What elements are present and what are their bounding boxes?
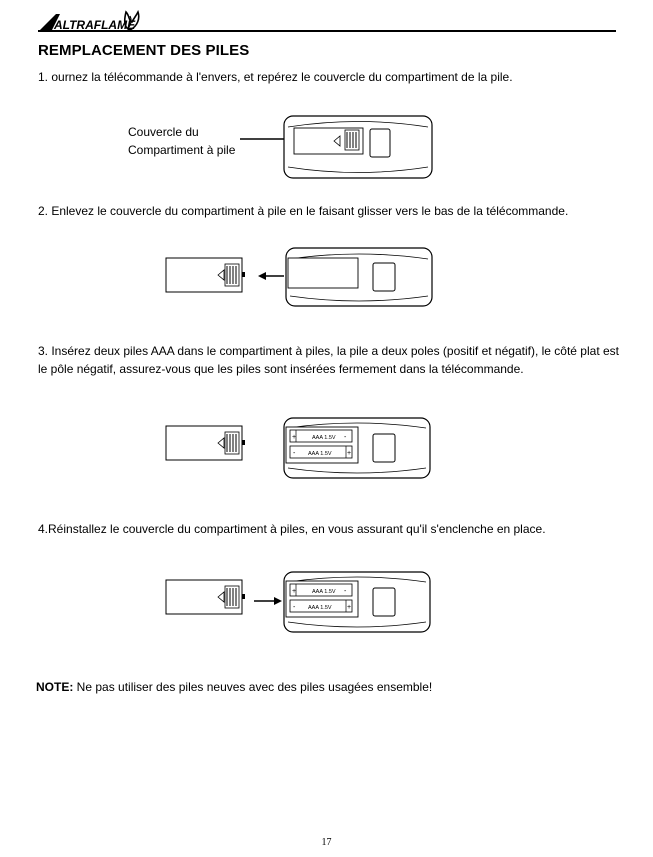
brand-name: ALTRAFLAME [53,18,136,32]
battery-1-plus: + [292,434,296,441]
battery-2-minus: - [293,450,296,457]
battery-2 [289,445,353,459]
battery-1-plus: + [292,588,296,595]
flame-icon: ALTRAFLAME [38,9,140,32]
battery-1-label: AAA 1.5V [312,589,336,595]
callout-line-1: Couvercle du [128,125,199,139]
battery-1 [289,429,353,443]
page-title: REMPLACEMENT DES PILES [38,42,250,59]
note: NOTE: Ne pas utiliser des piles neuves a… [36,680,432,694]
battery-1 [289,583,353,597]
brand-logo: ALTRAFLAME [38,9,142,37]
battery-1-minus: - [344,434,347,441]
note-text: Ne pas utiliser des piles neuves avec de… [73,680,433,694]
step-3-text: 3. Insérez deux piles AAA dans le compar… [38,344,619,376]
page-number: 17 [321,837,332,848]
battery-2-plus: + [347,450,351,457]
step-1-text: 1. ournez la télécommande à l'envers, et… [38,70,513,84]
battery-2-minus: - [293,604,296,611]
step-2-text: 2. Enlevez le couvercle du compartiment … [38,204,569,218]
battery-2-label: AAA 1.5V [308,605,332,611]
header-rule [38,30,616,32]
step-4-text: 4.Réinstallez le couvercle du compartime… [38,522,546,536]
battery-2-plus: + [347,604,351,611]
figure-step-1 [240,115,433,179]
battery-1-label: AAA 1.5V [312,435,336,441]
battery-1-minus: - [344,588,347,595]
note-label: NOTE: [36,680,74,694]
figure-step-2 [165,247,433,307]
figure-step-3: + AAA 1.5V - - AAA 1.5V + [165,417,431,479]
callout-line-2: Compartiment à pile [128,143,236,157]
battery-2 [289,599,353,613]
figure-step-4: + AAA 1.5V - - AAA 1.5V + [165,571,431,633]
callout-label: Couvercle du Compartiment à pile [128,123,235,159]
battery-2-label: AAA 1.5V [308,451,332,457]
